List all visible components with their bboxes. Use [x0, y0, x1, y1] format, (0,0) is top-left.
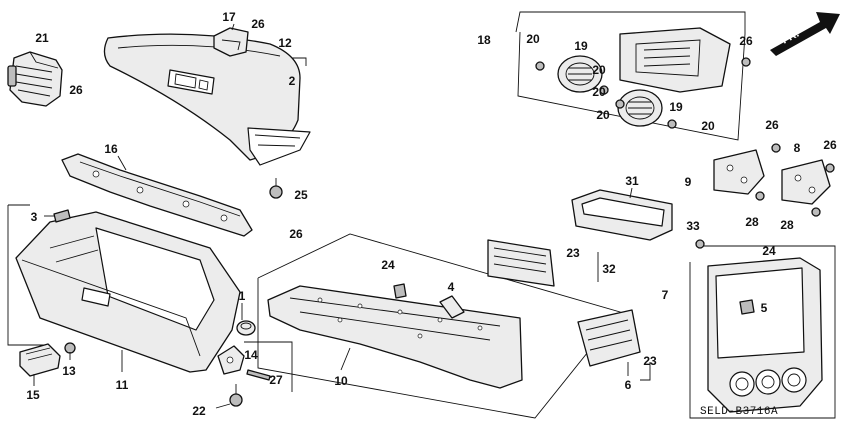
- rod-4: [439, 295, 465, 319]
- pin-27: [246, 369, 271, 381]
- callout-c23a: 23: [566, 246, 580, 260]
- callout-c16: 16: [104, 142, 118, 156]
- callout-c9: 9: [685, 175, 692, 189]
- center-panel-7: [707, 257, 823, 413]
- pocket-31: [571, 187, 673, 241]
- callout-c19a: 19: [574, 39, 588, 53]
- callout-c27: 27: [269, 373, 283, 387]
- callout-c1: 1: [239, 289, 246, 303]
- clip-3: [44, 209, 71, 223]
- side-vent-21: [7, 51, 63, 107]
- callout-c19b: 19: [669, 100, 683, 114]
- bracket-17: [213, 23, 249, 57]
- callout-c10: 10: [334, 374, 348, 388]
- callout-c2: 2: [289, 74, 296, 88]
- panel-32: [487, 239, 555, 287]
- clip-5: [739, 299, 755, 315]
- clip-24-lower: [393, 283, 407, 299]
- screw-26-top-right: [741, 57, 751, 67]
- callout-c3: 3: [31, 210, 38, 224]
- reinforcement-bar-16: [61, 153, 253, 237]
- fr-label: FR.: [780, 28, 801, 47]
- bracket-9: [713, 143, 781, 195]
- damper-1: [236, 320, 256, 336]
- callout-c17: 17: [222, 10, 236, 24]
- callout-c13: 13: [62, 364, 76, 378]
- callout-c20e: 20: [701, 119, 715, 133]
- callout-c18: 18: [477, 33, 491, 47]
- callout-c23b: 23: [643, 354, 657, 368]
- callout-c33: 33: [686, 219, 700, 233]
- under-cover-10: [267, 285, 523, 389]
- callout-c26d: 26: [739, 34, 753, 48]
- callout-c25: 25: [294, 188, 308, 202]
- hinge-bracket-14: [217, 345, 245, 375]
- callout-c20b: 20: [592, 63, 606, 77]
- callout-c26b: 26: [69, 83, 83, 97]
- lid-panel-12: [103, 33, 311, 166]
- screw-22: [215, 384, 243, 409]
- vent-assembly-18: [535, 27, 731, 129]
- latch-15: [19, 343, 61, 386]
- callout-c32: 32: [602, 262, 616, 276]
- callout-c28b: 28: [780, 218, 794, 232]
- callout-c12: 12: [278, 36, 292, 50]
- callout-c24a: 24: [381, 258, 395, 272]
- diagram-code: SELD-B3716A: [700, 406, 778, 418]
- screw-13: [64, 342, 76, 360]
- callout-c11: 11: [116, 378, 129, 392]
- screw-25: [269, 178, 283, 199]
- callout-c24b: 24: [762, 244, 776, 258]
- callout-c21: 21: [35, 31, 49, 45]
- screws-28: [755, 191, 821, 217]
- callout-c4: 4: [448, 280, 455, 294]
- callout-c14: 14: [244, 348, 258, 362]
- callout-c31: 31: [625, 174, 639, 188]
- bracket-8: [781, 159, 835, 205]
- callout-c28a: 28: [745, 215, 759, 229]
- callout-c5: 5: [761, 301, 768, 315]
- callout-c15: 15: [26, 388, 40, 402]
- callout-c22: 22: [192, 404, 206, 418]
- callout-c26f: 26: [823, 138, 837, 152]
- callout-c7: 7: [662, 288, 669, 302]
- screw-33: [695, 239, 705, 249]
- callout-c6: 6: [625, 378, 632, 392]
- front-direction-arrow: FR.: [770, 12, 840, 56]
- glove-box-11: [15, 211, 241, 373]
- callout-c8: 8: [794, 141, 801, 155]
- group-boxes: [7, 11, 836, 419]
- callout-c20d: 20: [596, 108, 610, 122]
- callout-c20a: 20: [526, 32, 540, 46]
- callout-c26a: 26: [251, 17, 265, 31]
- callout-c20c: 20: [592, 85, 606, 99]
- callout-c26c: 26: [289, 227, 303, 241]
- panel-6: [577, 309, 641, 376]
- callout-c26e: 26: [765, 118, 779, 132]
